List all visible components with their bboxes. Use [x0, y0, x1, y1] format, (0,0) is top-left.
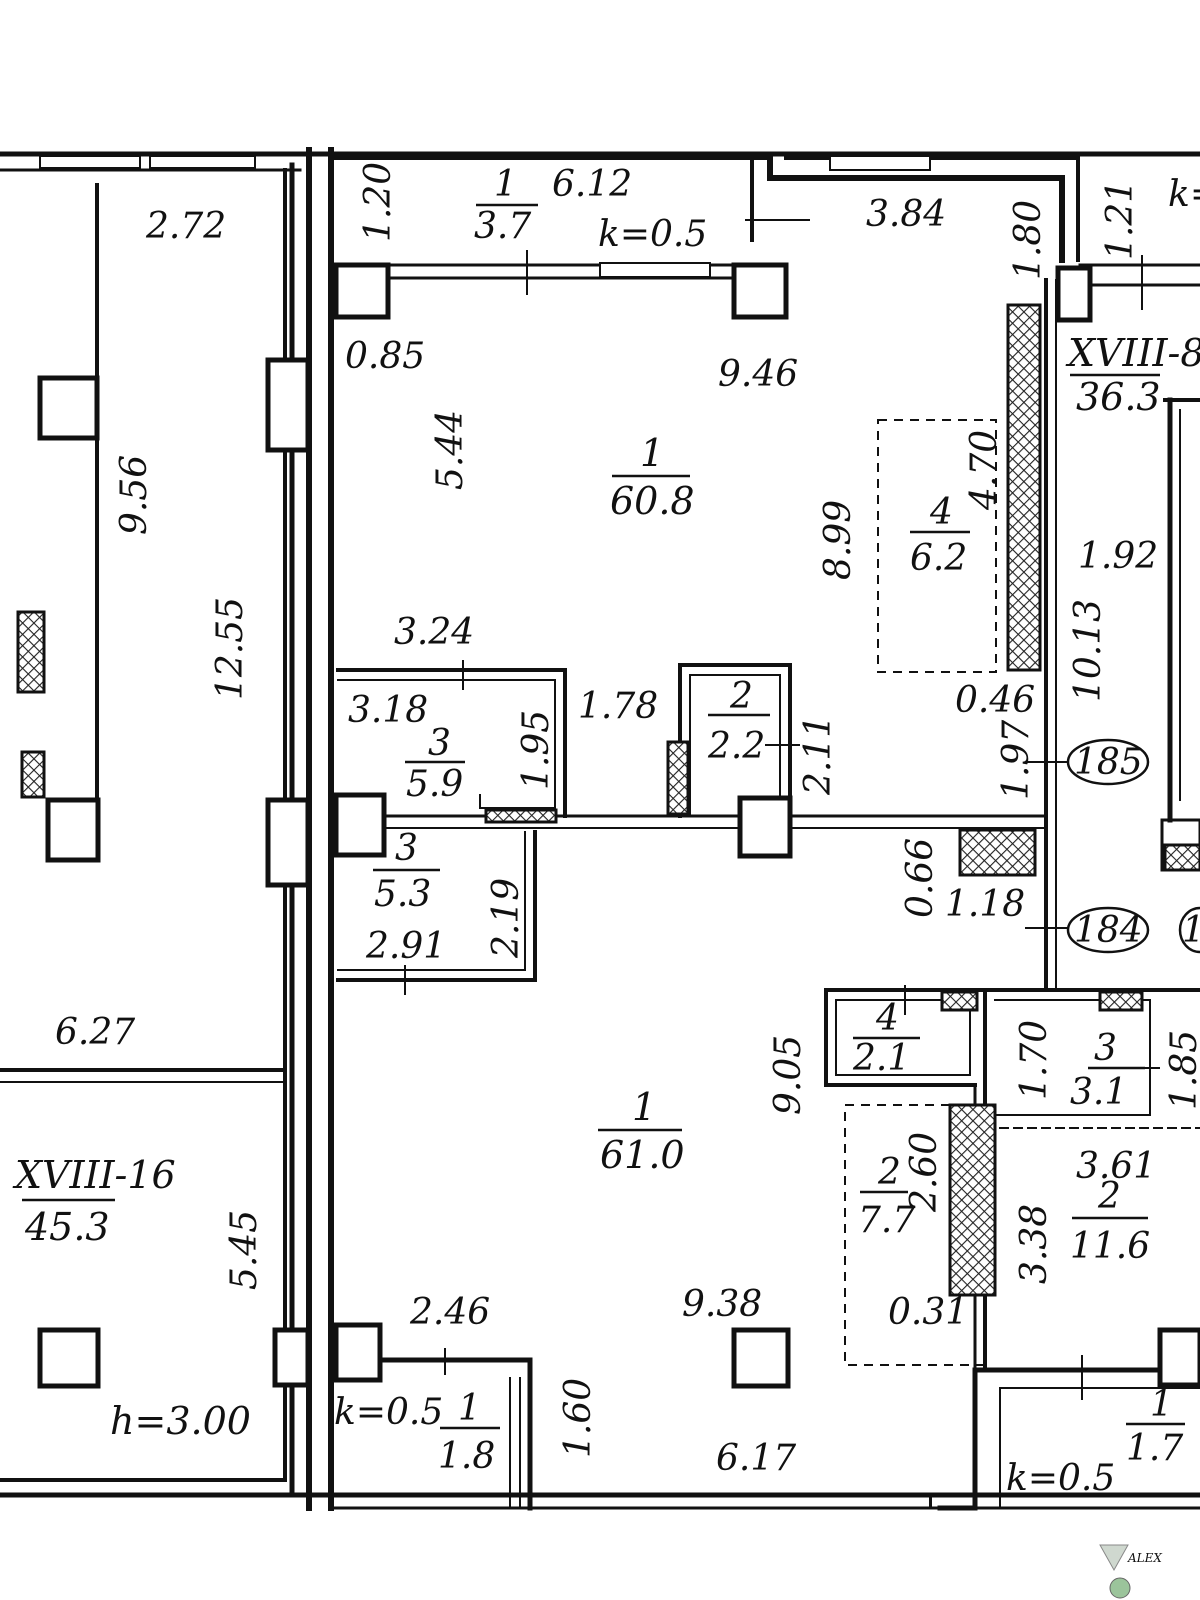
dim-2-60: 2.60 — [904, 1132, 945, 1213]
dim-9-38: 9.38 — [682, 1284, 762, 1325]
dim-2-72: 2.72 — [145, 206, 226, 247]
dim-2-19: 2.19 — [486, 878, 527, 959]
dim-9-56: 9.56 — [114, 455, 155, 535]
dim-3-24: 3.24 — [394, 612, 474, 653]
dashed-zones — [844, 419, 997, 1366]
room-3b-area: 5.3 — [374, 874, 431, 915]
dim-6-17: 6.17 — [716, 1438, 796, 1479]
balcony-bottom-right-coef: k=0.5 — [1006, 1458, 1115, 1499]
room-3c-area: 3.1 — [1070, 1072, 1127, 1113]
dim-5-45: 5.45 — [224, 1210, 265, 1290]
room-2b-number: 2 — [877, 1152, 901, 1193]
dim-4-70: 4.70 — [964, 430, 1005, 511]
room-2c-area: 11.6 — [1070, 1226, 1150, 1267]
dim-8-99: 8.99 — [818, 500, 859, 580]
room-1-bottom-number: 1 — [632, 1085, 656, 1129]
dim-0-85: 0.85 — [345, 336, 425, 377]
columns — [37, 262, 1200, 1389]
marker-184: 184 — [1074, 910, 1143, 951]
dim-1-97: 1.97 — [996, 720, 1037, 800]
balcony-bottom-left-number: 1 — [458, 1388, 481, 1429]
dim-1-80: 1.80 — [1008, 200, 1049, 280]
dim-0-31: 0.31 — [888, 1292, 968, 1333]
labels: 1.20 1 3.7 6.12 k=0.5 3.84 1.80 1.21 k= … — [12, 162, 1200, 1499]
apartment-left-area: 45.3 — [24, 1205, 110, 1249]
ceiling-height: h=3.00 — [110, 1399, 251, 1443]
logo-text: ALEX — [1127, 1551, 1162, 1565]
dim-3-61: 3.61 — [1076, 1146, 1156, 1187]
room-4b-number: 4 — [875, 998, 899, 1039]
room-1-top-number: 1 — [640, 431, 664, 475]
dim-1-95: 1.95 — [516, 710, 557, 790]
dim-0-46: 0.46 — [955, 680, 1035, 721]
dim-10-13: 10.13 — [1068, 599, 1109, 702]
room-4-top-number: 4 — [929, 492, 953, 533]
room-4b-area: 2.1 — [852, 1038, 910, 1079]
dim-1-85: 1.85 — [1164, 1030, 1200, 1110]
dim-1-70: 1.70 — [1014, 1020, 1055, 1100]
room-3a-area: 5.9 — [406, 764, 463, 805]
dim-2-11: 2.11 — [798, 715, 839, 796]
room-4-top-area: 6.2 — [910, 538, 967, 579]
dim-3-18: 3.18 — [348, 690, 428, 731]
top-right-coef: k= — [1168, 174, 1200, 215]
dim-3-38: 3.38 — [1014, 1204, 1055, 1284]
dim-9-46: 9.46 — [718, 354, 798, 395]
apartment-left-name: XVIII-16 — [12, 1153, 176, 1197]
balcony-bottom-right-number: 1 — [1150, 1384, 1173, 1425]
apartment-right-name: XVIII-8 — [1065, 331, 1200, 375]
room-3c-number: 3 — [1094, 1028, 1117, 1069]
room-2a-number: 2 — [729, 676, 753, 717]
room-3a-number: 3 — [428, 723, 451, 764]
room-2b-area: 7.7 — [858, 1200, 915, 1241]
dim-1-60: 1.60 — [558, 1378, 599, 1458]
dim-1-78: 1.78 — [578, 686, 658, 727]
room-1-top-area: 60.8 — [610, 479, 695, 523]
balcony-bottom-left-area: 1.8 — [438, 1436, 495, 1477]
balcony-top-coef: k=0.5 — [598, 214, 707, 255]
marker-185: 185 — [1074, 742, 1143, 783]
apartment-right-area: 36.3 — [1076, 375, 1161, 419]
dim-2-91: 2.91 — [365, 926, 446, 967]
ventilation-shafts — [16, 303, 1200, 1297]
dim-2-46: 2.46 — [409, 1292, 490, 1333]
dim-3-84: 3.84 — [866, 194, 946, 235]
dim-1-92: 1.92 — [1078, 536, 1158, 577]
logo: ALEX — [1099, 1544, 1162, 1599]
room-1-bottom-area: 61.0 — [600, 1133, 685, 1177]
marker-circles — [1066, 738, 1200, 954]
dim-6-27: 6.27 — [55, 1012, 135, 1053]
fraction-bars — [22, 203, 1185, 1430]
dim-12-55: 12.55 — [210, 597, 251, 700]
dim-1-20: 1.20 — [358, 162, 399, 242]
dim-6-12: 6.12 — [552, 164, 632, 205]
dim-9-05: 9.05 — [768, 1035, 809, 1115]
balcony-bottom-left-coef: k=0.5 — [334, 1392, 443, 1433]
dim-5-44: 5.44 — [430, 410, 471, 490]
room-3b-number: 3 — [395, 828, 418, 869]
windows — [39, 155, 932, 1507]
room-2a-area: 2.2 — [707, 726, 765, 767]
dim-1-18: 1.18 — [945, 884, 1025, 925]
balcony-bottom-right-area: 1.7 — [1126, 1428, 1183, 1469]
dim-0-66: 0.66 — [900, 838, 941, 918]
room-2c-number: 2 — [1097, 1176, 1121, 1217]
marker-18x: 18 — [1182, 910, 1200, 951]
balcony-top-number: 1 — [494, 164, 517, 205]
balcony-top-area: 3.7 — [474, 206, 531, 247]
dim-1-21: 1.21 — [1100, 180, 1141, 260]
